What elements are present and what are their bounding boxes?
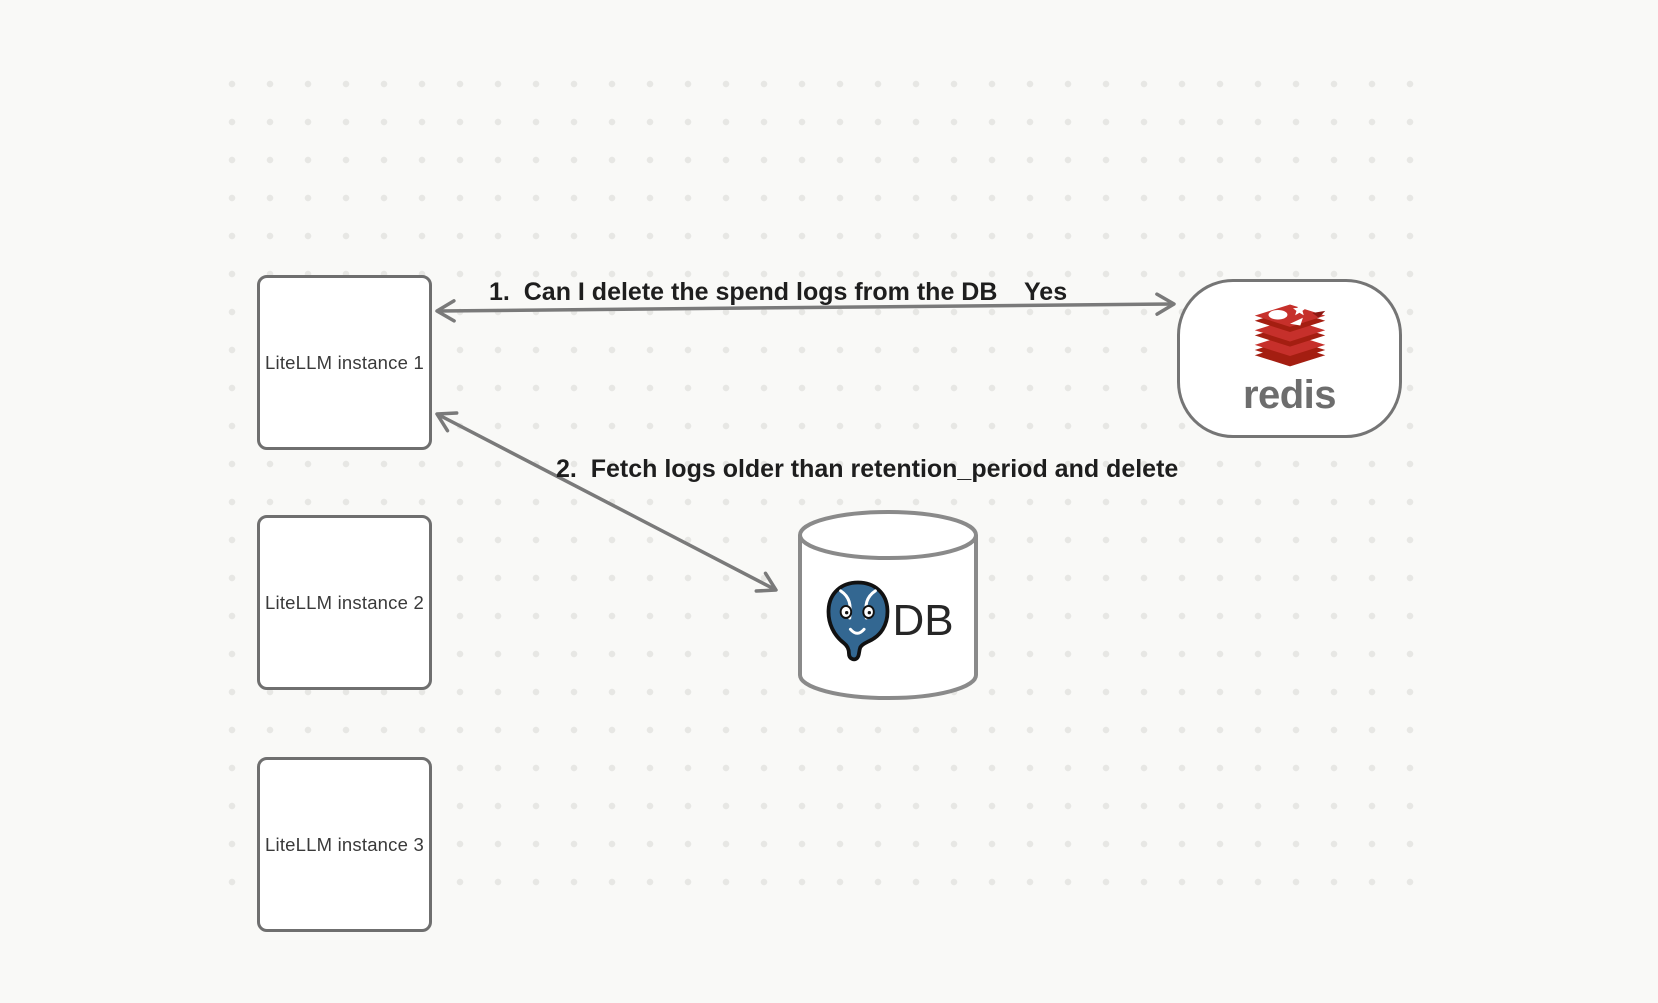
edge1-response-label[interactable]: Yes (1024, 278, 1068, 306)
redis-logo-icon (1254, 303, 1325, 367)
edge-instance1-to-db[interactable] (435, 411, 778, 593)
node-litellm-instance-2[interactable]: LiteLLM instance 2 (257, 515, 432, 690)
node-litellm-instance-3[interactable]: LiteLLM instance 3 (257, 757, 432, 932)
node-db[interactable]: DB (795, 508, 981, 704)
db-label: DB (892, 596, 954, 645)
edge2-label[interactable]: 2. Fetch logs older than retention_perio… (556, 455, 1179, 483)
node-redis[interactable]: redis (1177, 279, 1402, 438)
node-label: LiteLLM instance 2 (265, 591, 424, 613)
redis-wordmark: redis (1242, 373, 1337, 417)
node-label: LiteLLM instance 1 (265, 351, 424, 373)
postgres-elephant-icon (827, 580, 890, 662)
edge1-label[interactable]: 1. Can I delete the spend logs from the … (489, 278, 998, 306)
edge-redis-to-instance1[interactable] (435, 292, 1176, 323)
node-litellm-instance-1[interactable]: LiteLLM instance 1 (257, 275, 432, 450)
node-label: LiteLLM instance 3 (265, 833, 424, 855)
